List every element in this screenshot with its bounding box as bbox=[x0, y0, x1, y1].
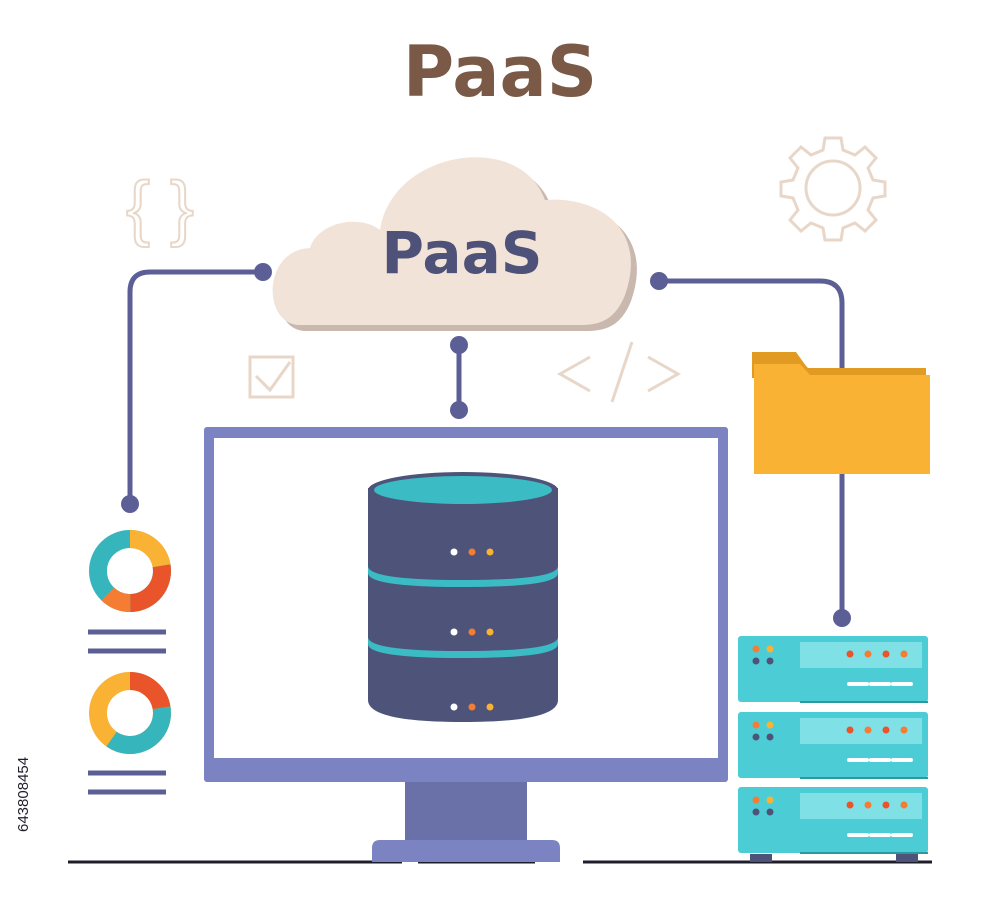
server-light bbox=[752, 645, 760, 653]
server-light bbox=[882, 726, 890, 734]
donut-chart-icon bbox=[89, 672, 171, 754]
server-light bbox=[846, 650, 854, 658]
server-light bbox=[864, 650, 872, 658]
server-light bbox=[752, 733, 760, 741]
server-light bbox=[900, 650, 908, 658]
code-tag-icon bbox=[556, 341, 682, 403]
checkbox-icon bbox=[248, 355, 295, 399]
legend-lines bbox=[88, 629, 166, 795]
server-light bbox=[900, 726, 908, 734]
page-title: PaaS bbox=[403, 31, 597, 113]
folder-icon bbox=[752, 352, 930, 474]
monitor-neck bbox=[405, 782, 527, 842]
server-light bbox=[752, 657, 760, 665]
server-light bbox=[882, 650, 890, 658]
monitor-base bbox=[372, 840, 560, 862]
server-light bbox=[766, 657, 774, 665]
server-light bbox=[752, 808, 760, 816]
server-foot bbox=[750, 854, 772, 862]
svg-text:{ }: { } bbox=[126, 168, 194, 248]
cloud-label: PaaS bbox=[381, 219, 542, 287]
donut-chart-icon bbox=[89, 530, 171, 612]
server-light bbox=[752, 721, 760, 729]
server-light bbox=[766, 645, 774, 653]
side-id-label: 643808454 bbox=[15, 757, 32, 832]
server-light bbox=[846, 726, 854, 734]
server-light bbox=[752, 796, 760, 804]
database-icon bbox=[368, 472, 558, 722]
cloud: PaaS bbox=[272, 157, 637, 331]
database-lights bbox=[450, 548, 494, 711]
connector-dots bbox=[121, 263, 851, 627]
gear-icon bbox=[779, 136, 887, 242]
server-light bbox=[864, 801, 872, 809]
server-light bbox=[846, 801, 854, 809]
server-light bbox=[766, 733, 774, 741]
server-light bbox=[766, 721, 774, 729]
connector-lines bbox=[127, 269, 845, 621]
server-light bbox=[882, 801, 890, 809]
server-light bbox=[900, 801, 908, 809]
server-light bbox=[864, 726, 872, 734]
server-foot bbox=[896, 854, 918, 862]
server-rack-icon bbox=[738, 636, 928, 862]
curly-braces-icon: { } bbox=[125, 167, 195, 249]
server-light bbox=[766, 796, 774, 804]
server-light bbox=[766, 808, 774, 816]
